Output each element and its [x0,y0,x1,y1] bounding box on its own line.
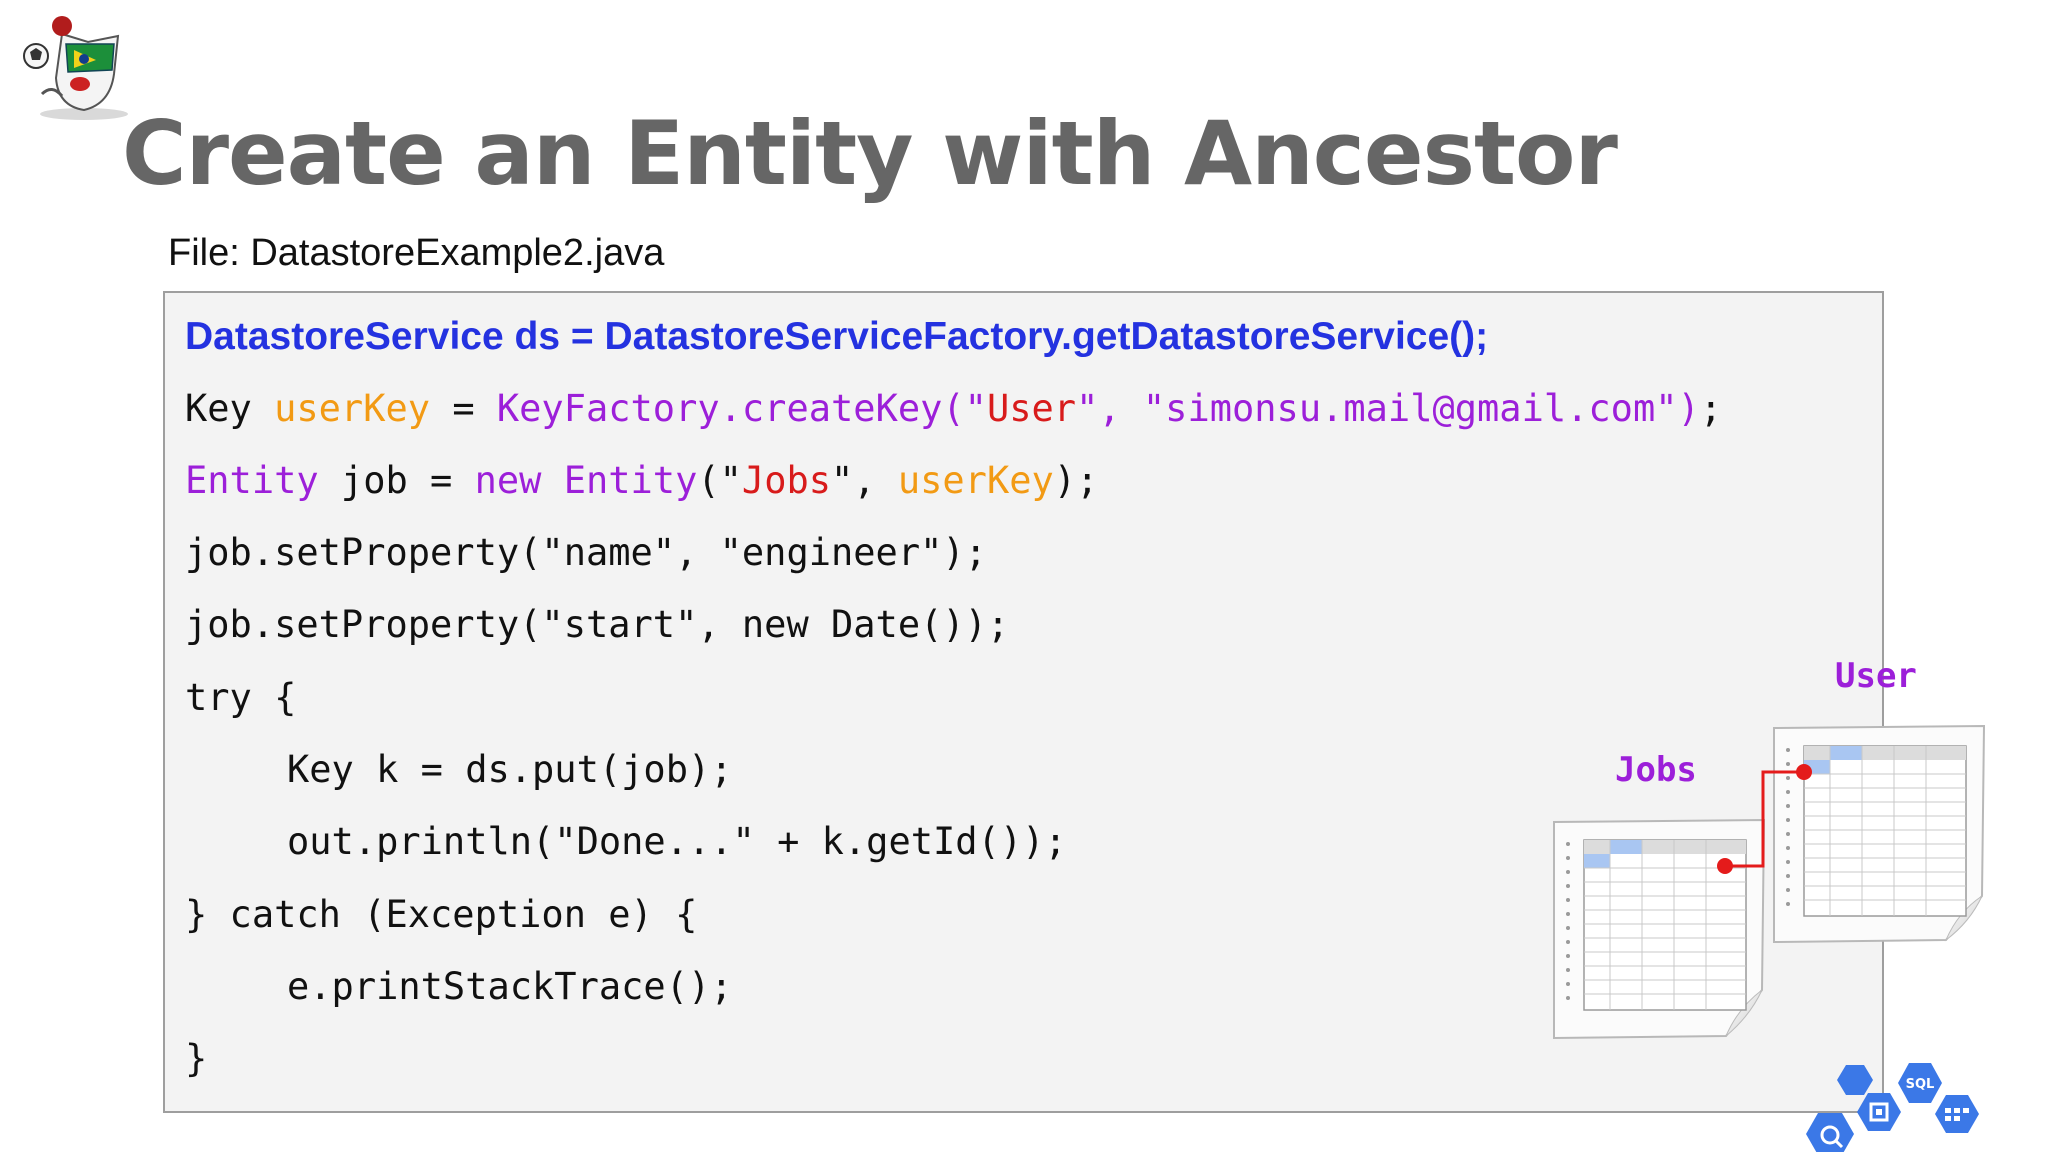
code-line-9: } catch (Exception e) { [185,893,698,936]
code-line-1: DatastoreService ds = DatastoreServiceFa… [185,315,1489,358]
gcp-icons-cluster: SQL [1790,1055,2048,1152]
code-line-7: Key k = ds.put(job); [287,748,733,791]
code-token: userKey [274,387,431,430]
code-line-10: e.printStackTrace(); [287,965,733,1008]
code-line-2: Key userKey = KeyFactory.createKey("User… [185,379,1722,439]
code-token: Jobs [741,459,832,502]
datastore-icon [1935,1095,1979,1133]
jobs-table-icon [1553,818,1766,1040]
cloud-sql-icon: SQL [1898,1063,1942,1103]
code-token: KeyFactory.createKey(" [496,387,987,430]
code-line-6: try { [185,676,297,719]
code-token: = [430,387,497,430]
svg-text:SQL: SQL [1906,1077,1935,1092]
code-token: Key [185,387,275,430]
code-token: job = [318,459,475,502]
code-token: Entity [185,459,319,502]
file-label: File: DatastoreExample2.java [168,232,665,274]
code-token: ); [1053,459,1099,502]
code-token: ", [831,459,898,502]
code-line-5: job.setProperty("start", new Date()); [185,603,1010,646]
code-token: ", "simonsu.mail@gmail.com") [1076,387,1700,430]
ancestor-link [1717,764,1812,874]
code-line-4: job.setProperty("name", "engineer"); [185,531,987,574]
jobs-entity-label: Jobs [1615,750,1697,790]
entity-ancestor-diagram: User Jobs [1530,650,2010,1080]
compute-engine-icon [1857,1093,1901,1131]
datastore-icon-partial [1837,1065,1873,1095]
user-table-icon [1773,724,1986,944]
code-line-11: } [185,1037,208,1080]
code-token: new Entity [474,459,698,502]
code-token: ; [1699,387,1723,430]
code-token: (" [697,459,742,502]
code-line-3: Entity job = new Entity("Jobs", userKey)… [185,451,1098,511]
slide-title: Create an Entity with Ancestor [122,102,1618,205]
code-line-8: out.println("Done..." + k.getId()); [287,820,1067,863]
code-token: User [986,387,1077,430]
duke-mascot-icon [22,14,140,122]
user-entity-label: User [1835,656,1917,696]
bigquery-icon [1806,1113,1854,1152]
code-token: userKey [897,459,1054,502]
